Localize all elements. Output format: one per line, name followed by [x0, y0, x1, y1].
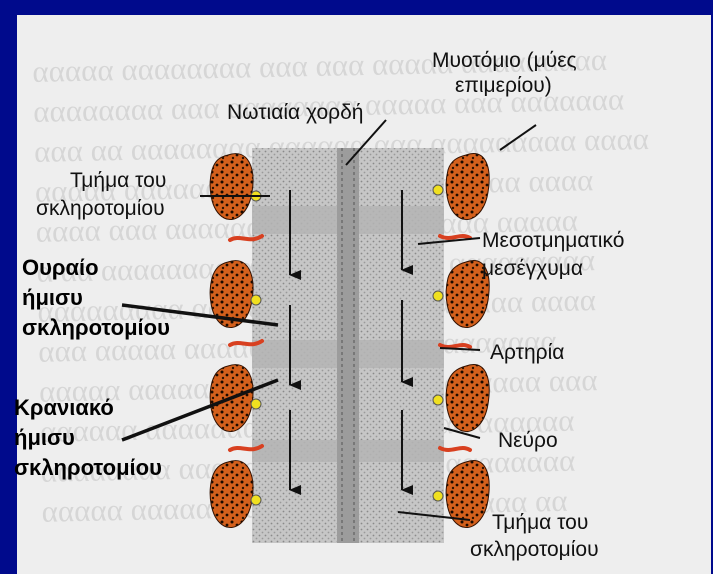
myotome-right	[445, 153, 490, 220]
label-caudal-line2: ήμισυ	[22, 285, 83, 310]
label-intersegmental-line2: μεσέγχυμα	[482, 257, 584, 280]
myotome-right	[445, 364, 490, 432]
label-myotome-line2: επιμερίου)	[455, 74, 552, 97]
myotome-right	[445, 460, 490, 528]
notochord	[337, 148, 359, 543]
label-myotome: Μυοτόμιο (μύες επιμερίου)	[432, 48, 577, 98]
label-cranial-line3: σκληροτομίου	[14, 455, 162, 480]
label-sclerotome-bottom: Τμήμα του σκληροτομίου	[470, 510, 599, 565]
label-intersegmental-line1: Μεσοτμηματικό	[482, 229, 625, 252]
label-sclerotome-top: Τμήμα του σκληροτομίου	[36, 168, 166, 225]
myotome-left	[209, 153, 254, 220]
myotome-left	[209, 460, 254, 528]
label-caudal-half: Ουραίο ήμισυ σκληροτομίου	[22, 253, 170, 343]
label-artery: Αρτηρία	[490, 341, 565, 364]
myotome-left	[209, 260, 254, 328]
artery	[228, 234, 472, 452]
label-sclerotome-bottom-line2: σκληροτομίου	[470, 538, 599, 561]
label-nerve: Νεύρο	[498, 429, 558, 452]
label-caudal-line3: σκληροτομίου	[22, 315, 170, 340]
label-sclerotome-bottom-line1: Τμήμα του	[492, 511, 589, 534]
label-caudal-line1: Ουραίο	[22, 255, 99, 280]
label-cranial-line1: Κρανιακό	[14, 395, 114, 420]
label-intersegmental-mesenchyme: Μεσοτμηματικό μεσέγχυμα	[482, 228, 624, 284]
myotome-right	[445, 260, 490, 328]
label-cranial-line2: ήμισυ	[14, 425, 75, 450]
label-sclerotome-top-line2: σκληροτομίου	[36, 197, 165, 220]
label-notochord: Νωτιαία χορδή	[227, 101, 364, 124]
label-sclerotome-top-line1: Τμήμα του	[70, 169, 167, 192]
label-cranial-half: Κρανιακό ήμισυ σκληροτομίου	[14, 393, 162, 483]
label-myotome-line1: Μυοτόμιο (μύες	[432, 49, 577, 72]
